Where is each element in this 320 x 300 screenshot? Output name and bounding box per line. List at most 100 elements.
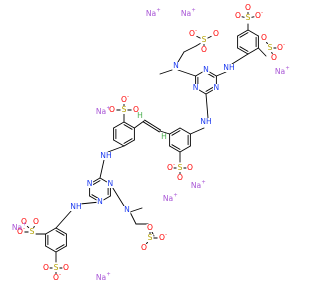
sodium-ion-na5: Na [191,181,201,190]
sulfonate-a2-o-1-charge: - [283,42,285,48]
sodium-ion-na8: Na [96,273,106,282]
label-backdrop [100,152,112,160]
bond-56 [142,121,160,133]
bond-9 [247,29,259,37]
bond-1 [237,29,249,37]
triazine-top-n2: N [193,83,199,92]
label-backdrop [270,54,278,62]
sulfonate-c-s: S [178,163,183,172]
label-backdrop [212,30,220,38]
triazine-bottom-n1: N [87,179,93,188]
bond-36 [123,124,133,130]
bond-76 [129,211,137,225]
sodium-ion-na2: Na [181,9,191,18]
bond-51 [55,244,65,250]
label-backdrop [86,180,94,188]
label-backdrop [62,264,70,272]
sulfonate-a1-o-1-charge: - [261,10,263,16]
label-backdrop [254,12,262,20]
label-backdrop [244,4,252,12]
sulfonate-f2-o-2-charge: - [59,272,61,278]
label-backdrop [146,234,154,242]
sulfonate-a2-s: S [268,43,273,52]
sulfonate-chain-top-o-2: O [201,45,207,54]
label-backdrop [176,164,184,172]
bond-2 [239,32,249,38]
bond-59 [189,127,205,135]
nh-left-link: NH [100,151,111,160]
label-backdrop [132,106,140,114]
bond-69 [257,47,267,57]
sulfonate-chain-bottom-o-1-charge: - [165,232,167,238]
label-backdrop [188,30,196,38]
sodium-ion-na7-charge: + [22,222,26,228]
bond-53 [55,227,67,235]
sulfonate-chain-bottom-s: S [148,233,153,242]
sulfonate-d-s: S [122,105,127,114]
bond-27 [179,127,191,135]
label-backdrop [223,64,235,72]
label-backdrop [120,106,128,114]
sulfonate-chain-bottom-o-1: O [159,233,165,242]
bond-66 [215,71,227,77]
vinyl-h-1: H [137,111,143,120]
sulfonate-a1-o-1: O [255,11,261,20]
sulfonate-f1-o-1: O [33,217,39,226]
bond-22 [169,145,181,153]
bond-49 [45,245,57,253]
label-backdrop [28,228,36,236]
bond-72 [107,145,125,153]
bond-54 [55,230,65,236]
sulfonate-c-o-2: O [177,173,183,182]
sulfonate-a1-o-0: O [235,11,241,20]
sulfonate-a2-o-2: O [271,53,277,62]
sulfonate-f2-o-1: O [63,263,69,272]
bond-19 [169,127,181,135]
label-backdrop [106,180,114,188]
bond-58 [159,130,171,135]
sodium-ion-na1-charge: + [156,8,160,14]
bond-20 [171,130,181,136]
bond-60 [205,93,209,119]
label-backdrop [52,274,60,282]
label-backdrop [96,198,104,206]
nh-top-link: NH [223,63,234,72]
bond-80 [55,209,73,229]
sulfonate-chain-top-o-0: O [189,29,195,38]
amine-top-n: N [173,61,179,70]
label-backdrop [234,12,242,20]
bond-55 [133,120,145,129]
label-backdrop [276,44,284,52]
sulfonate-f2-o-2: O [53,273,59,282]
triazine-bottom-n3: N [108,179,114,188]
sulfonate-c-o-0: O [167,163,173,172]
bond-38 [91,180,101,186]
bond-35 [123,121,135,129]
label-backdrop [200,46,208,54]
label-backdrop [16,228,24,236]
bond-73 [99,159,105,179]
sulfonate-a2-o-1: O [277,43,283,52]
bond-24 [179,145,191,153]
nh-mid-link: NH [200,117,211,126]
sodium-ion-na7: Na [12,223,22,232]
bond-62 [159,69,173,75]
bond-5 [239,46,249,52]
bond-57 [144,119,162,131]
triazine-top-n3: N [214,83,220,92]
label-backdrop [166,164,174,172]
sodium-ion-na1: Na [146,9,156,18]
label-backdrop [20,218,28,226]
sulfonate-f1-o-2-charge: - [23,226,25,232]
label-backdrop [140,244,148,252]
sulfonate-chain-top-o-1: O [213,29,219,38]
bond-64 [183,45,197,53]
bond-50 [55,245,67,253]
label-backdrop [202,66,210,74]
label-backdrop [200,118,212,126]
sulfonate-d-o-2: O [121,95,127,104]
bond-61 [177,69,197,77]
sulfonate-a1-o-2: O [245,3,251,12]
